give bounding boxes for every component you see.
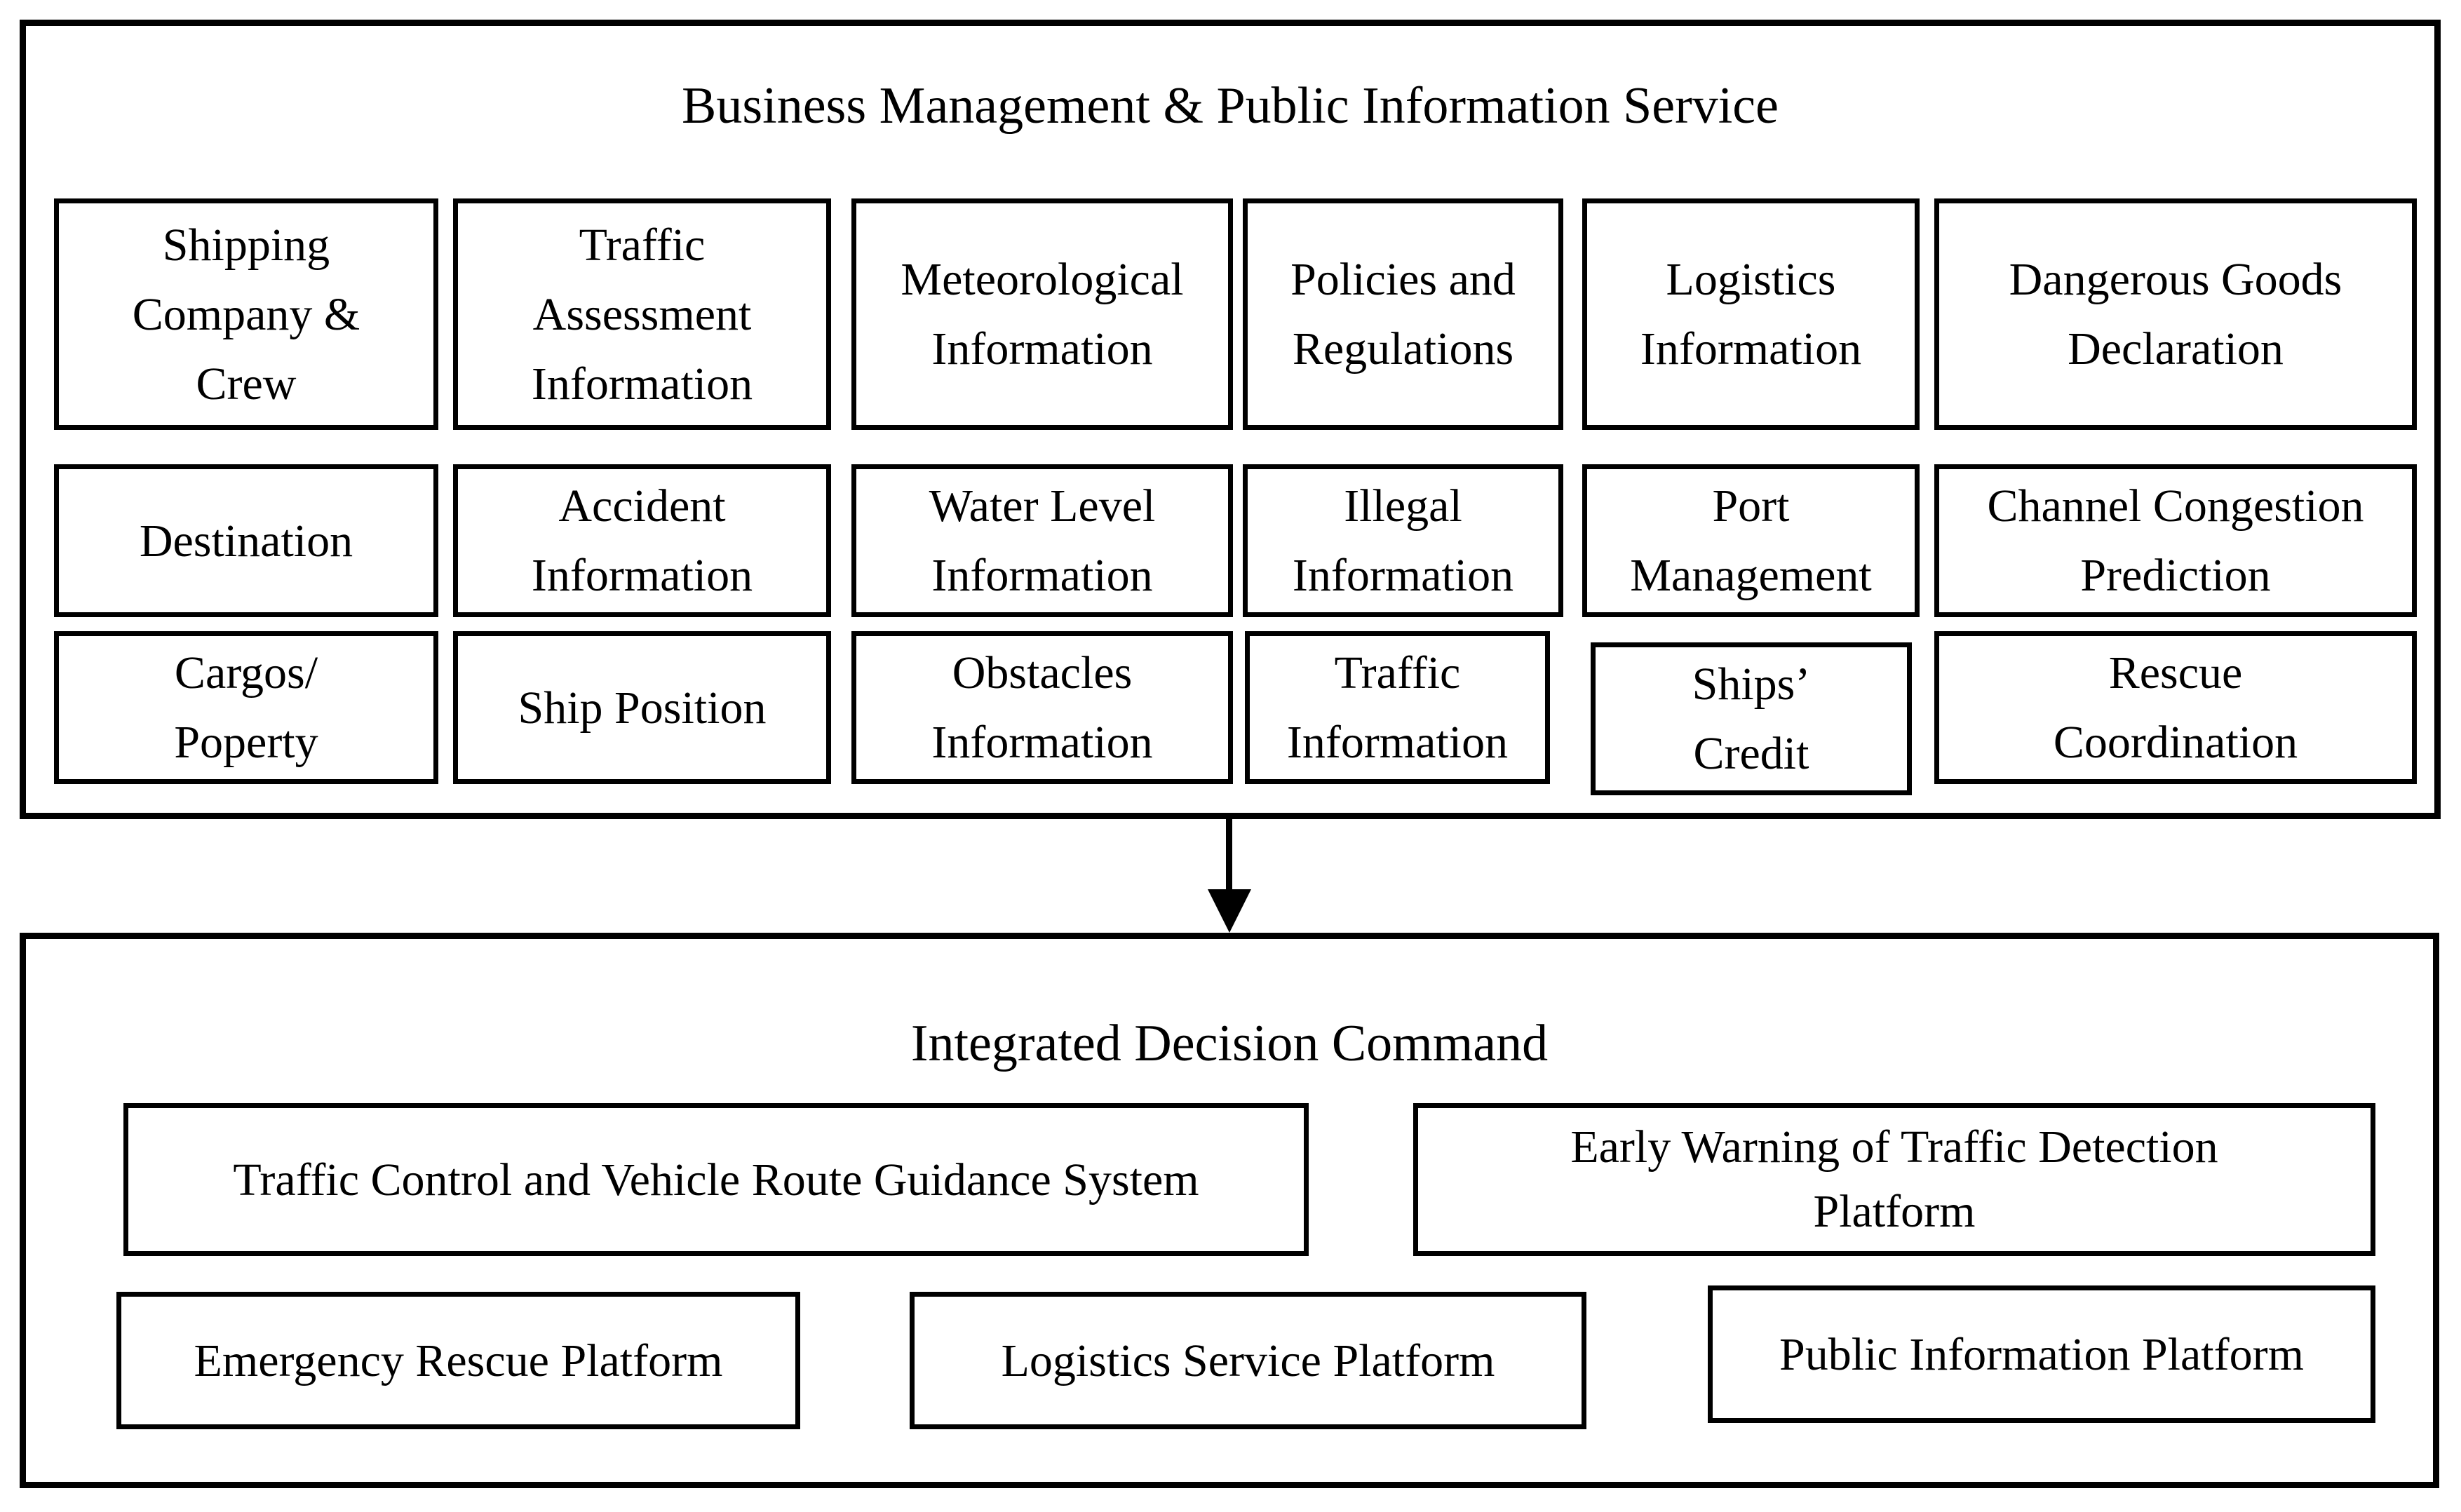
box-port-management: Port Management (1582, 464, 1920, 617)
box-rescue-coordination: Rescue Coordination (1934, 631, 2417, 784)
box-obstacles-information: Obstacles Information (851, 631, 1233, 784)
box-ships-credit: Ships’ Credit (1591, 642, 1912, 795)
box-logistics-service-platform: Logistics Service Platform (910, 1292, 1586, 1429)
box-shipping-company-crew: Shipping Company & Crew (54, 198, 438, 430)
box-accident-information: Accident Information (453, 464, 831, 617)
box-early-warning-traffic-detection-platform: Early Warning of Traffic Detection Platf… (1413, 1103, 2375, 1256)
box-emergency-rescue-platform: Emergency Rescue Platform (116, 1292, 800, 1429)
box-illegal-information: Illegal Information (1243, 464, 1563, 617)
top-section-title: Business Management & Public Information… (682, 77, 1779, 135)
box-meteorological-information: Meteorological Information (851, 198, 1233, 430)
box-traffic-assessment-information: Traffic Assessment Information (453, 198, 831, 430)
box-traffic-information: Traffic Information (1245, 631, 1550, 784)
box-ship-position: Ship Position (453, 631, 831, 784)
box-cargos-property: Cargos/ Poperty (54, 631, 438, 784)
box-destination: Destination (54, 464, 438, 617)
box-traffic-control-route-guidance-system: Traffic Control and Vehicle Route Guidan… (123, 1103, 1309, 1256)
box-public-information-platform: Public Information Platform (1708, 1285, 2375, 1423)
bottom-section-title: Integrated Decision Command (910, 1015, 1549, 1072)
box-policies-and-regulations: Policies and Regulations (1243, 198, 1563, 430)
down-arrow-line (1226, 816, 1232, 893)
box-water-level-information: Water Level Information (851, 464, 1233, 617)
down-arrow-icon (1208, 889, 1251, 933)
box-channel-congestion-prediction: Channel Congestion Prediction (1934, 464, 2417, 617)
box-logistics-information: Logistics Information (1582, 198, 1920, 430)
box-dangerous-goods-declaration: Dangerous Goods Declaration (1934, 198, 2417, 430)
